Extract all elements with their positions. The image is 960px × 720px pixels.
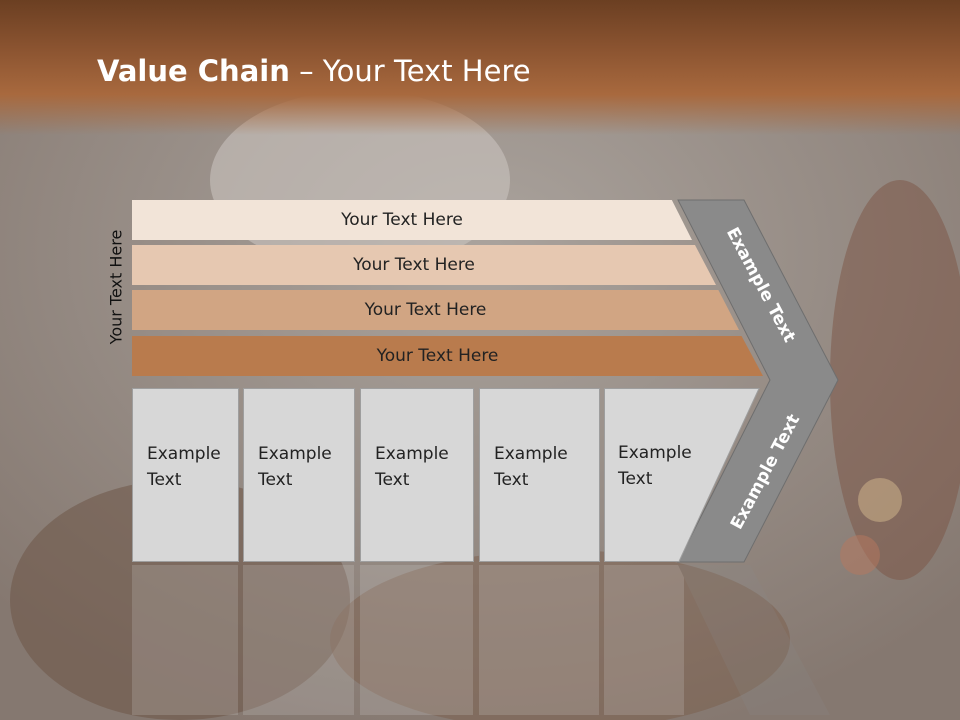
title-bar <box>0 0 960 135</box>
value-row-2[interactable]: Your Text Here <box>132 245 716 285</box>
value-row-1[interactable]: Your Text Here <box>132 200 692 240</box>
card-4-line1: Example <box>494 444 568 464</box>
side-label: Your Text Here <box>106 229 126 345</box>
activity-card-1[interactable]: Example Text <box>132 388 239 562</box>
card-2-line1: Example <box>258 444 332 464</box>
card-1-line1: Example <box>147 444 221 464</box>
chevron-arrow <box>677 199 839 563</box>
value-row-4[interactable]: Your Text Here <box>132 336 763 376</box>
card-2-line2: Text <box>258 470 293 490</box>
card-3-line2: Text <box>375 470 410 490</box>
card-1-line2: Text <box>147 470 182 490</box>
reflection <box>132 565 830 715</box>
card-5-shape <box>604 388 760 562</box>
activity-card-2[interactable]: Example Text <box>243 388 355 562</box>
value-row-3[interactable]: Your Text Here <box>132 290 739 330</box>
card-5-text: Example Text <box>618 440 692 492</box>
slide-title: Value Chain – Your Text Here <box>97 54 531 88</box>
card-5-text-line2: Text <box>618 469 653 489</box>
card-3-line1: Example <box>375 444 449 464</box>
card-4-line2: Text <box>494 470 529 490</box>
card-5-text-line1: Example <box>618 443 692 463</box>
activity-card-4[interactable]: Example Text <box>479 388 600 562</box>
activity-card-3[interactable]: Example Text <box>360 388 474 562</box>
